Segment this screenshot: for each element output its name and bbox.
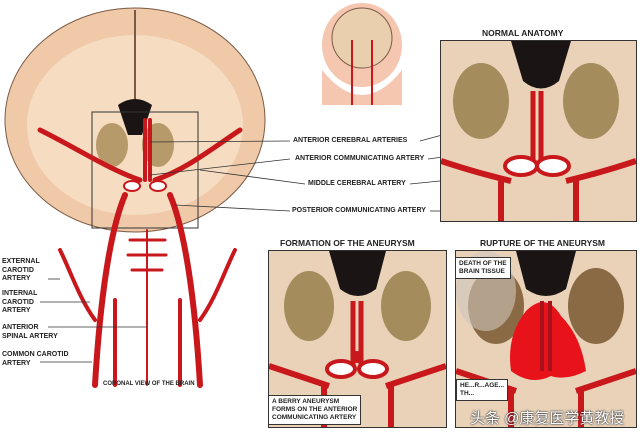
rupture-title: RUPTURE OF THE ANEURYSM xyxy=(480,238,605,248)
head-figure xyxy=(322,3,402,105)
callout-line: DEATH OF THE xyxy=(459,260,507,267)
callout-line: A BERRY ANEURYSM xyxy=(272,398,340,405)
callout-line: BRAIN TISSUE xyxy=(459,268,505,275)
label-line: CAROTID xyxy=(2,298,34,306)
label-line: ARTERY xyxy=(2,359,31,367)
normal-anatomy-title: NORMAL ANATOMY xyxy=(482,28,564,38)
label-line: SPINAL ARTERY xyxy=(2,332,58,340)
callout-line: HE...R...AGE... xyxy=(460,382,505,389)
normal-anatomy-panel xyxy=(440,40,637,222)
label-middle-cerebral-artery: MIDDLE CEREBRAL ARTERY xyxy=(308,180,406,187)
label-line: ARTERY xyxy=(2,275,31,282)
coronal-brain xyxy=(4,7,266,233)
label-anterior-communicating-artery: ANTERIOR COMMUNICATING ARTERY xyxy=(295,155,425,162)
watermark: 头条 @康复医学黄教授 xyxy=(470,410,625,427)
label-line: CAROTID xyxy=(2,266,34,274)
formation-art xyxy=(269,251,446,427)
formation-title: FORMATION OF THE ANEURYSM xyxy=(280,238,415,248)
callout-line: FORMS ON THE ANTERIOR xyxy=(272,406,358,413)
callout-line: TH... xyxy=(460,390,475,397)
label-line: COMMON CAROTID xyxy=(2,351,69,358)
label-line: ANTERIOR xyxy=(2,324,39,331)
callout-line: COMMUNICATING ARTERY xyxy=(272,414,357,421)
label-anterior-cerebral-arteries: ANTERIOR CEREBRAL ARTERIES xyxy=(293,137,408,144)
label-line: ARTERY xyxy=(2,307,31,314)
arteries xyxy=(37,118,243,388)
label-posterior-communicating-artery: POSTERIOR COMMUNICATING ARTERY xyxy=(292,207,426,214)
label-line: INTERNAL xyxy=(2,290,38,297)
normal-anatomy-art xyxy=(441,41,636,221)
label-line: EXTERNAL xyxy=(2,258,40,265)
hemorrhage-callout: HE...R...AGE...TH... xyxy=(456,379,509,401)
coronal-caption: CORONAL VIEW OF THE BRAIN xyxy=(103,381,195,387)
